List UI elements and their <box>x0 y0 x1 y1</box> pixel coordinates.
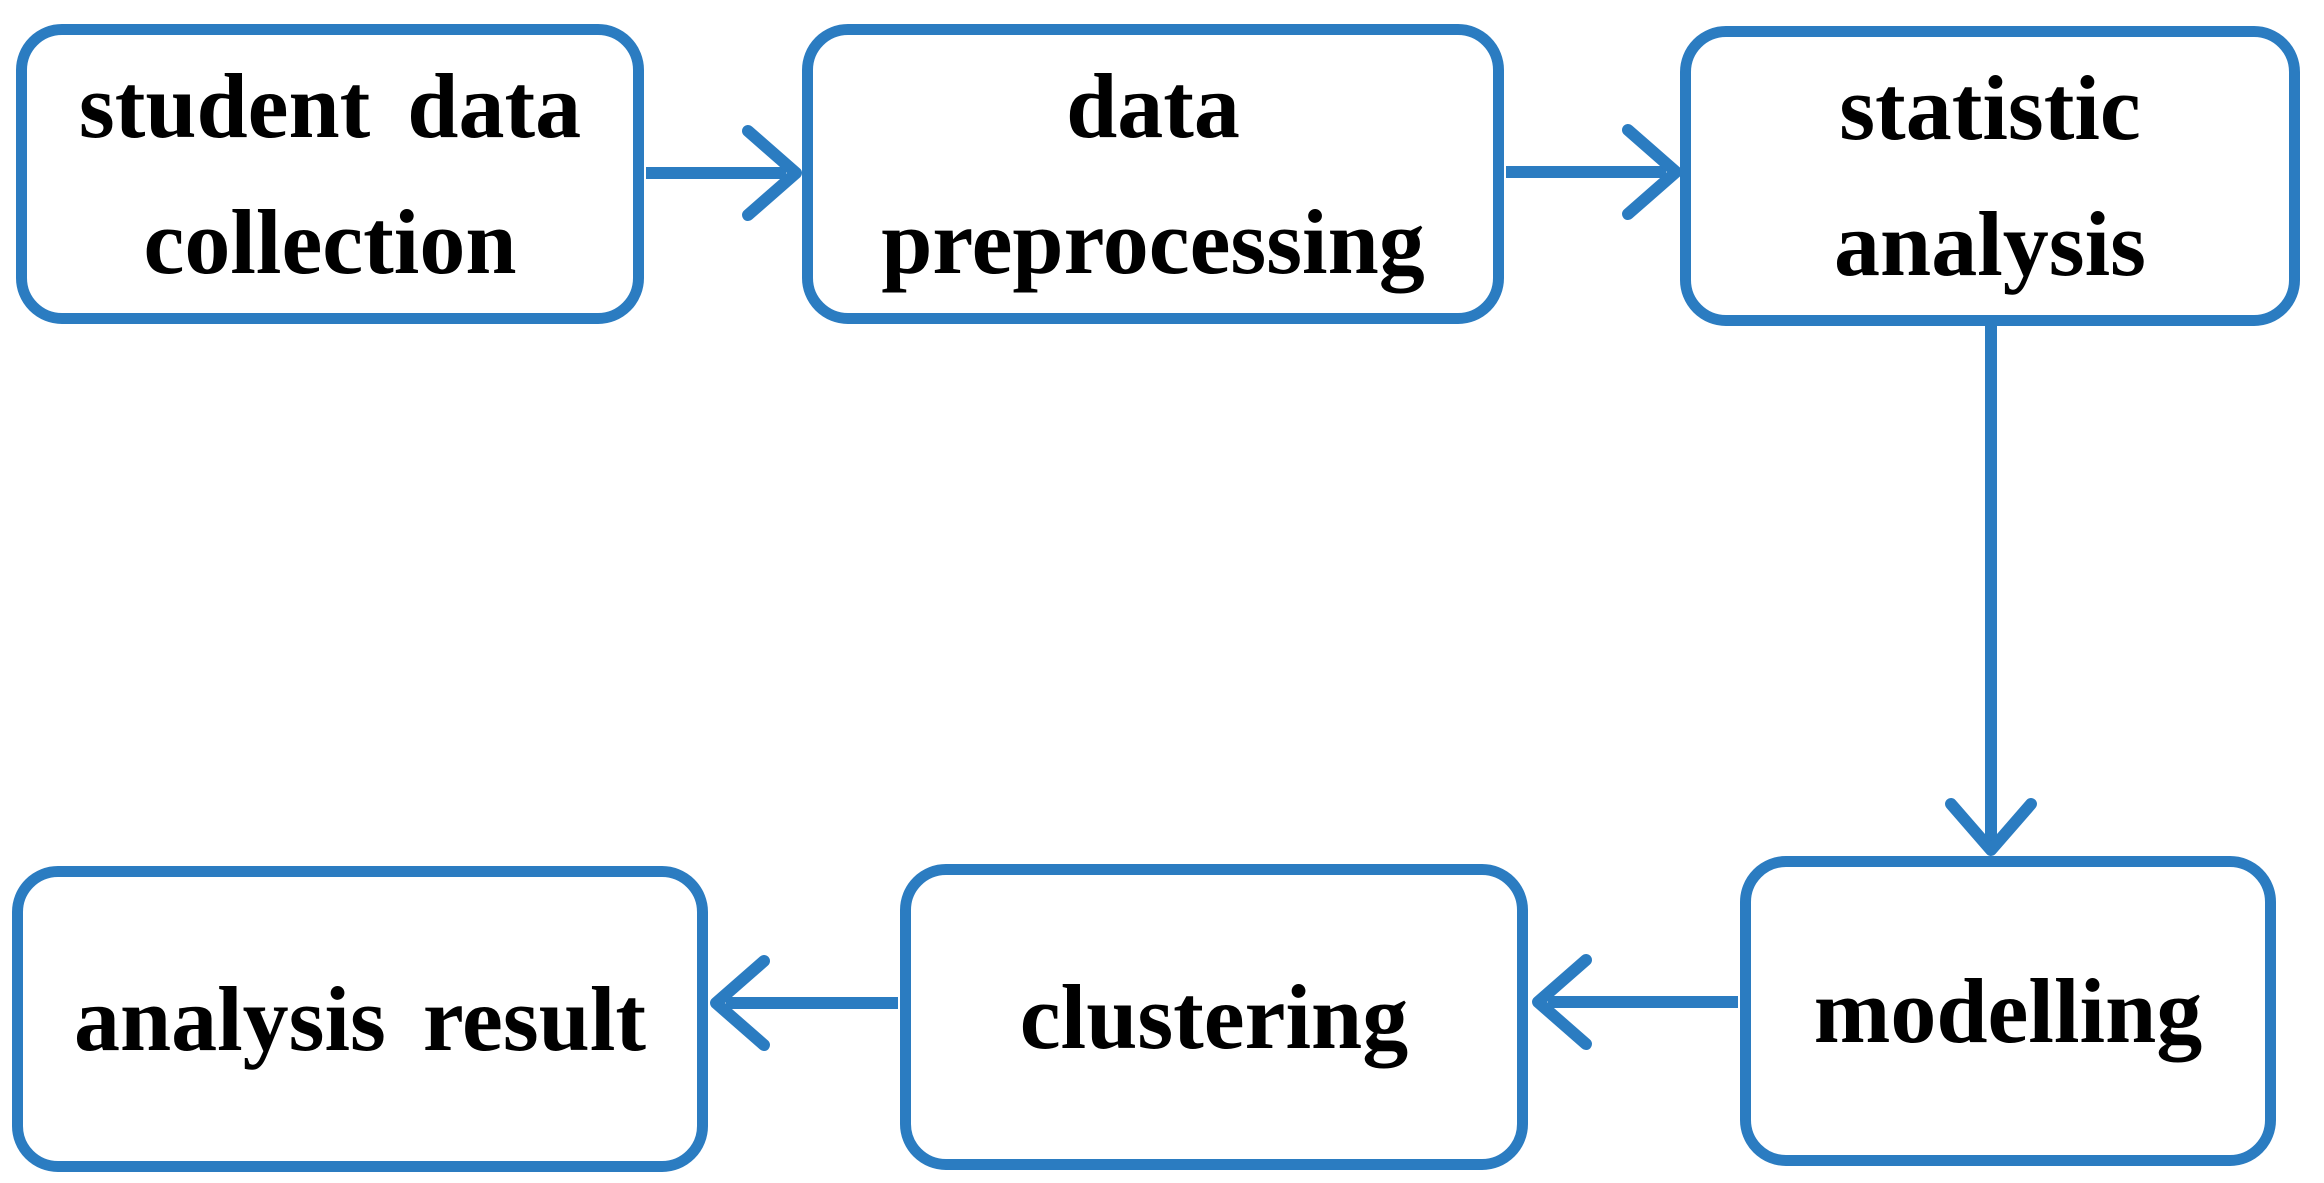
node-student-data-collection: student data collection <box>16 24 644 324</box>
node-label-line: analysis result <box>73 968 647 1070</box>
arrow-collection-to-preprocessing-icon <box>646 125 802 221</box>
arrow-modelling-to-clustering-icon <box>1532 954 1738 1050</box>
node-data-preprocessing: data preprocessing <box>802 24 1504 324</box>
node-label-line: modelling <box>1813 960 2203 1062</box>
arrow-statistic-to-modelling-icon <box>1945 326 2037 856</box>
node-analysis-result: analysis result <box>12 866 708 1172</box>
node-label-line: statistic <box>1839 57 2141 159</box>
node-statistic-analysis: statistic analysis <box>1680 26 2300 326</box>
node-label-line: analysis <box>1834 193 2146 295</box>
arrow-preprocessing-to-statistic-icon <box>1506 124 1682 220</box>
node-modelling: modelling <box>1740 856 2276 1166</box>
node-label-line: collection <box>143 191 517 293</box>
arrow-clustering-to-result-icon <box>710 955 898 1051</box>
node-label-line: student data <box>78 55 582 157</box>
node-clustering: clustering <box>900 864 1528 1170</box>
node-label-line: data <box>1066 55 1240 157</box>
node-label-line: clustering <box>1019 966 1409 1068</box>
node-label-line: preprocessing <box>881 191 1425 293</box>
